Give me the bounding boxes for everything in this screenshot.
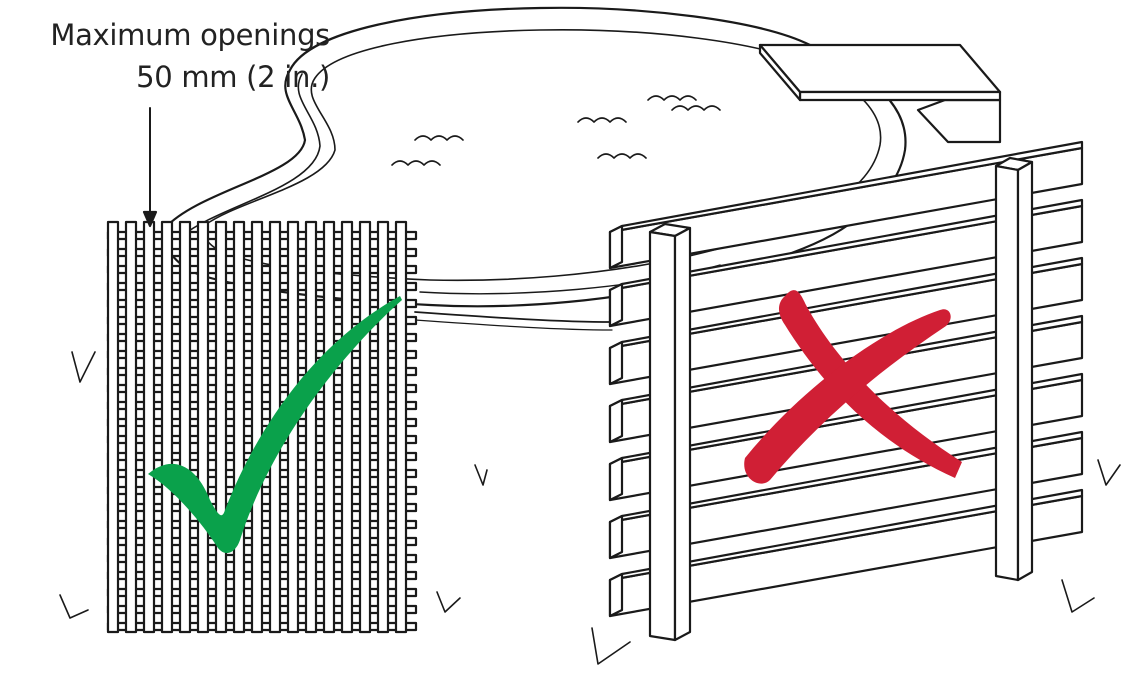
grid-bar [124, 220, 138, 634]
grid-bar [358, 220, 372, 634]
fence-rail [608, 198, 1084, 328]
diving-board [758, 43, 1002, 144]
grid-bar [322, 220, 336, 634]
grid-bar [214, 220, 228, 634]
fence-post-left [648, 222, 692, 642]
fence-rail [608, 256, 1084, 386]
grid-bar [196, 220, 210, 634]
grid-bar [178, 220, 192, 634]
water-ripples [391, 95, 721, 166]
opening-pointer-arrow [142, 107, 158, 228]
grid-bar [340, 220, 354, 634]
compliant-grid-fence [106, 220, 418, 634]
fence-post-right [994, 156, 1034, 582]
caption-line-2: 50 mm (2 in.) [136, 60, 330, 94]
fence-rail [608, 488, 1084, 618]
grid-bar [106, 220, 120, 634]
check-mark-icon [148, 296, 402, 554]
grid-bar [394, 220, 408, 634]
caption-line-1: Maximum openings [50, 18, 330, 52]
grid-bar [250, 220, 264, 634]
opening-size-caption: Maximum openings 50 mm (2 in.) [0, 14, 330, 98]
grid-bar [142, 220, 156, 634]
grid-bar [232, 220, 246, 634]
grass-tufts [59, 351, 1121, 665]
fence-rail [608, 140, 1084, 270]
x-mark-icon [744, 290, 962, 484]
grid-bar [160, 220, 174, 634]
grid-bar [304, 220, 318, 634]
fence-rail [608, 372, 1084, 502]
fence-rail [608, 430, 1084, 560]
grid-bar [376, 220, 390, 634]
